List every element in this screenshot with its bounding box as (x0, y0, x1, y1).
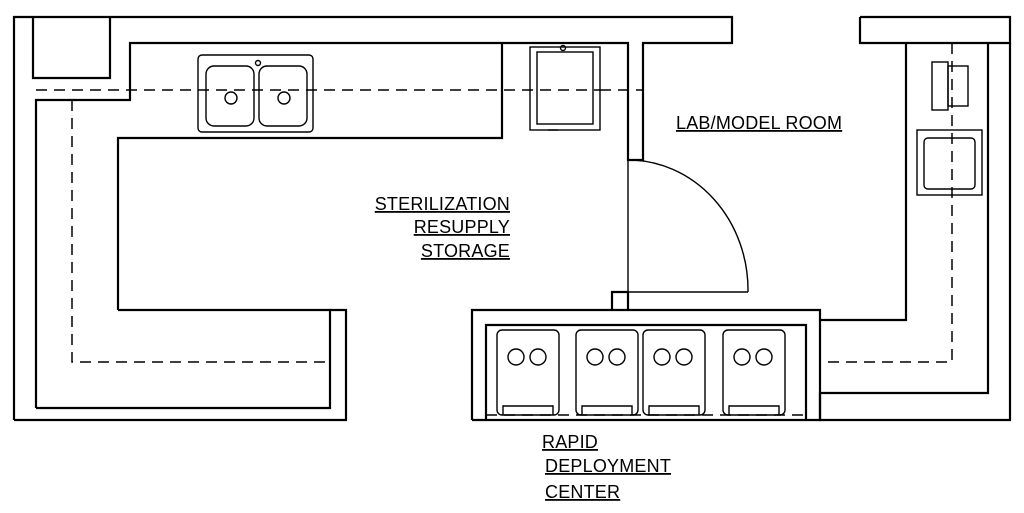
label-deployment: DEPLOYMENT (545, 456, 671, 476)
washer-unit-icon (722, 329, 786, 416)
equipment-cabinet-icon (529, 44, 601, 131)
label-rapid: RAPID (542, 432, 598, 452)
wall-sink-icon (916, 129, 983, 196)
label-sterilization: STERILIZATION (375, 194, 510, 214)
walls-right-room (470, 15, 1012, 422)
label-storage: STORAGE (421, 241, 510, 261)
washer-unit-icon (496, 329, 560, 416)
washer-unit-icon (642, 329, 706, 416)
label-resupply: RESUPPLY (414, 217, 510, 237)
walls-left-room (12, 15, 734, 422)
washer-unit-icon (575, 329, 639, 416)
double-sink-icon (197, 54, 314, 133)
wall-fixture-icon (931, 61, 969, 111)
dashed-utility-lines (36, 43, 953, 416)
label-center: CENTER (545, 482, 620, 502)
door-swing-icon (627, 159, 749, 293)
label-lab-model-room: LAB/MODEL ROOM (676, 113, 842, 133)
